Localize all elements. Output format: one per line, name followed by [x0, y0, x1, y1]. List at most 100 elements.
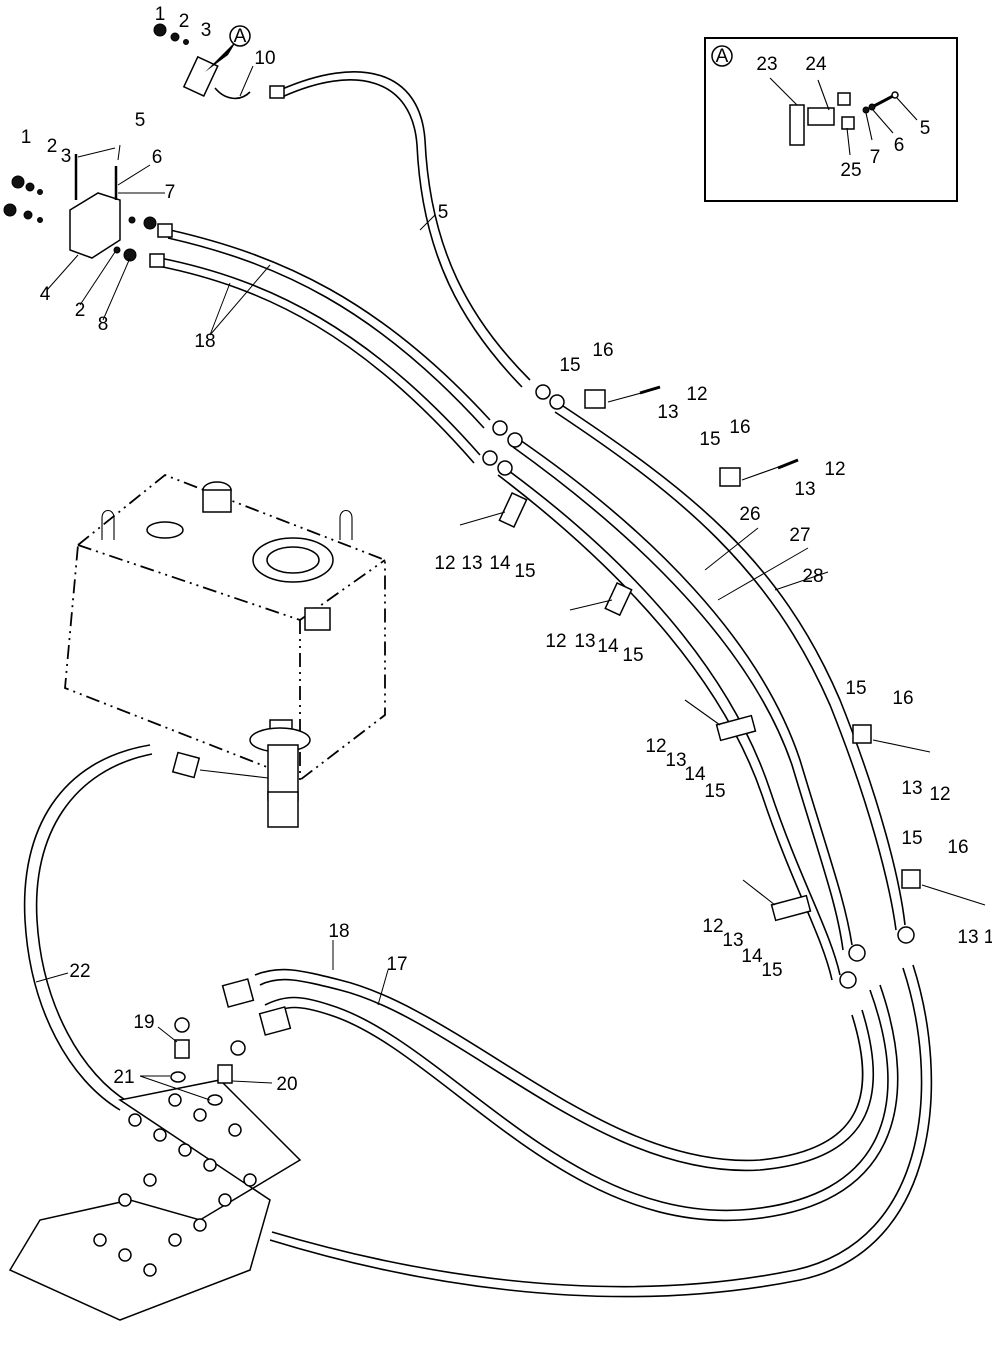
detail-marker-label: A: [716, 46, 729, 67]
callout-c2b: 2: [47, 136, 58, 157]
hydraulic-tank: [64, 473, 386, 828]
valve-bolt-head: [178, 1143, 192, 1157]
callout-c13g: 13: [957, 927, 978, 948]
clamp-15f: [852, 724, 872, 744]
callout-c3b: 3: [61, 146, 72, 167]
callout-c13c: 13: [461, 553, 482, 574]
valve-bolt-head: [118, 1193, 132, 1207]
valve-bolt-head: [193, 1108, 207, 1122]
hose-18-upper-a: [169, 229, 491, 421]
clamp-14h: [770, 894, 812, 922]
callout-c12a: 12: [686, 384, 707, 405]
callout-c20: 20: [276, 1074, 297, 1095]
inset-callout-24: 24: [805, 54, 827, 75]
hose-17-inner: [264, 989, 889, 1212]
hose-22-inner: [35, 753, 153, 1104]
callout-c3a: 3: [201, 20, 212, 41]
hose-5-inner: [281, 79, 523, 388]
hose-28-lower-inner: [271, 967, 923, 1288]
clamp-pad-25: [841, 116, 855, 130]
o-ring-21a: [170, 1071, 186, 1083]
callout-c8: 8: [98, 314, 109, 335]
callout-c10: 10: [254, 48, 275, 69]
callout-c14d: 14: [597, 636, 619, 657]
hoses: [23, 71, 933, 1298]
callout-c12e: 12: [645, 736, 666, 757]
callout-c13f: 13: [901, 778, 922, 799]
detail-a-circle: [229, 25, 251, 47]
inset-callout-25: 25: [840, 160, 861, 181]
bracket-plate: [182, 55, 219, 98]
hose-18-lower-outer: [259, 978, 875, 1172]
hose-26-inner: [512, 446, 844, 951]
detail-marker-circle: [711, 45, 733, 67]
callout-c13a: 13: [657, 402, 678, 423]
callout-c14c: 14: [489, 553, 511, 574]
callout-c22: 22: [69, 961, 90, 982]
callout-c16a: 16: [592, 340, 613, 361]
inset-callout-5: 5: [920, 118, 931, 139]
fitting-20: [230, 1040, 246, 1056]
callout-c5hose: 5: [438, 202, 449, 223]
clamp-14e: [715, 714, 757, 742]
callout-c26: 26: [739, 504, 760, 525]
callout-c15g: 15: [901, 828, 922, 849]
callout-c16b: 16: [729, 417, 750, 438]
callout-c1a: 1: [155, 4, 166, 25]
inset-frame: [704, 37, 958, 202]
hose-18-upper-b2: [157, 265, 475, 464]
callout-c16f: 16: [892, 688, 913, 709]
leader-lines: [35, 65, 829, 1101]
hose-27-inner: [497, 474, 833, 981]
callout-c15d: 15: [622, 645, 643, 666]
o-ring-21b: [207, 1094, 223, 1106]
callout-c5a: 5: [135, 110, 146, 131]
detail-a-pointer: [205, 40, 237, 72]
hose-18-upper-b: [159, 257, 481, 456]
clamps: [459, 385, 986, 922]
hose-26-outer: [519, 439, 853, 946]
callout-c13e: 13: [665, 750, 686, 771]
inset-callout-7: 7: [870, 147, 881, 168]
callout-c14e: 14: [684, 764, 706, 785]
callout-c13h: 13: [722, 930, 743, 951]
valve-bolt-head: [118, 1248, 132, 1262]
lifting-eye-left: [101, 509, 115, 540]
callout-c4: 4: [40, 284, 51, 305]
valve-block-4: [69, 192, 121, 259]
callout-c27: 27: [789, 525, 810, 546]
callout-c12g: 1: [984, 927, 992, 948]
clamp-14d: [604, 582, 633, 617]
breather: [146, 521, 184, 539]
valve-bolt-head: [143, 1263, 157, 1277]
callout-c7: 7: [165, 182, 176, 203]
callout-c6: 6: [152, 147, 163, 168]
valve-bolt-head: [168, 1093, 182, 1107]
valve-bolt-head: [228, 1123, 242, 1137]
callout-c16g: 16: [947, 837, 968, 858]
callout-c28: 28: [802, 566, 823, 587]
hose-5-outer: [279, 71, 531, 381]
valve-bolt-head: [128, 1113, 142, 1127]
inset-callout-23: 23: [756, 54, 777, 75]
callout-c12h: 12: [702, 916, 723, 937]
callout-c17: 17: [386, 954, 407, 975]
valve-bolt-head: [193, 1218, 207, 1232]
callout-c15h: 15: [761, 960, 782, 981]
inset-callout-6: 6: [894, 135, 905, 156]
elbow-10: [214, 87, 251, 100]
clamp-14c: [498, 492, 528, 528]
callout-c15a: 15: [559, 355, 580, 376]
callout-c18b: 18: [328, 921, 349, 942]
clamp-15a: [584, 389, 606, 409]
control-valve: [8, 978, 302, 1321]
hose-28-lower-outer: [269, 964, 933, 1298]
callout-c2c: 2: [75, 300, 86, 321]
callout-c18a: 18: [194, 331, 215, 352]
callout-c15e: 15: [704, 781, 725, 802]
callout-c15c: 15: [514, 561, 535, 582]
detail-a-inset: A 23 24 25 7 6 5: [704, 37, 958, 202]
callout-c15b: 15: [699, 429, 720, 450]
